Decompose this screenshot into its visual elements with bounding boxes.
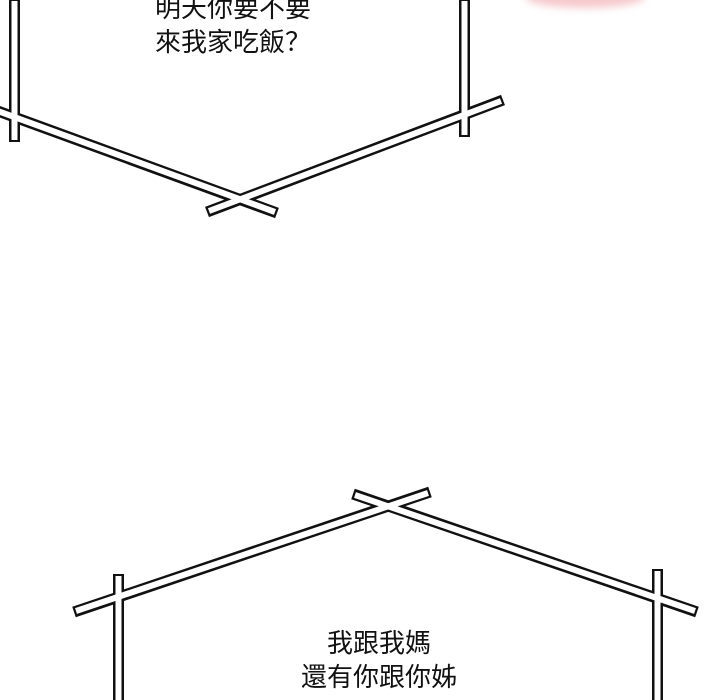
top-speech-text: 明天你要不要 來我家吃飯？ <box>100 0 366 60</box>
bottom-house-bubble <box>72 486 699 700</box>
top-house-bubble <box>0 0 505 219</box>
speech-line: 明天你要不要 <box>154 0 311 24</box>
pink-blush-shape <box>525 0 645 8</box>
speech-line: 來我家吃飯？ <box>154 28 311 58</box>
speech-line: 我跟我媽 <box>326 629 431 659</box>
bottom-speech-text: 我跟我媽 還有你跟你姊 <box>246 627 512 695</box>
speech-line: 還有你跟你姊 <box>300 663 457 693</box>
